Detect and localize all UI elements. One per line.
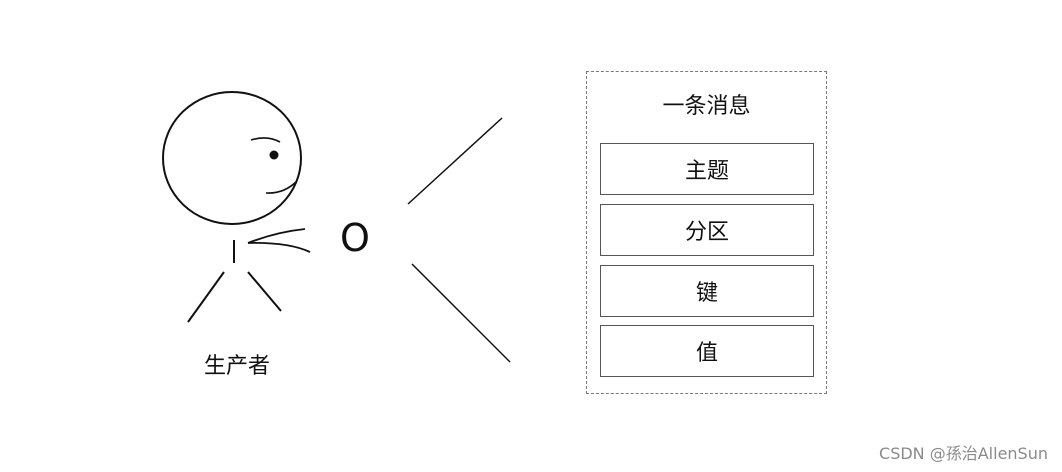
producer-arm-upper: [247, 228, 306, 244]
emitted-message-symbol: O: [340, 216, 370, 260]
producer-label: 生产者: [203, 354, 270, 379]
message-field-topic: 主题: [600, 143, 814, 195]
producer-leg-left: [187, 271, 225, 323]
producer-leg-right: [247, 271, 282, 312]
zoom-line-bottom: [411, 263, 511, 363]
message-field-value: 值: [600, 325, 814, 377]
message-container: 一条消息 主题 分区 键 值: [586, 71, 827, 394]
producer-arm-lower: [247, 242, 311, 253]
producer-mouth: [265, 180, 298, 194]
message-field-key: 键: [600, 265, 814, 317]
message-title: 一条消息: [662, 94, 751, 119]
zoom-line-top: [407, 117, 503, 205]
watermark: CSDN @孫治AllenSun: [879, 444, 1048, 463]
producer-head: [162, 91, 302, 225]
message-field-partition: 分区: [600, 204, 814, 256]
producer-eyebrow: [250, 137, 281, 143]
producer-eye: [269, 150, 279, 160]
